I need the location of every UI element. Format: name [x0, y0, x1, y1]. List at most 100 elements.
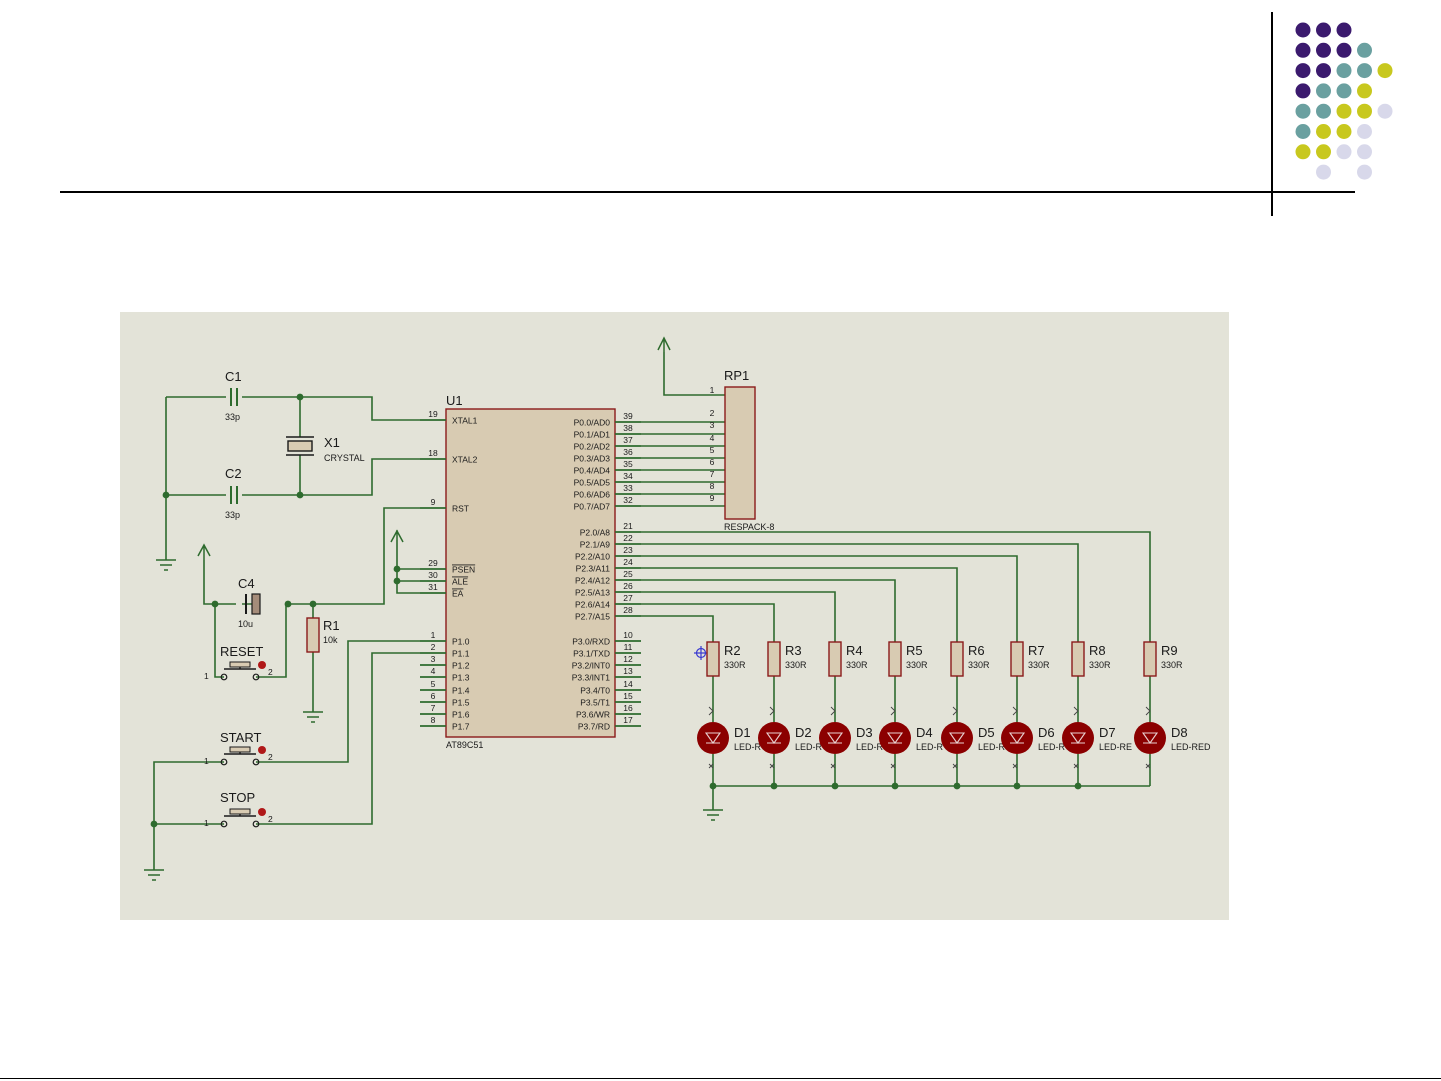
led-diode-symbol	[886, 732, 904, 744]
button-label: RESET	[220, 644, 263, 659]
mcu-body	[445, 408, 616, 738]
mcu-pin-number: 11	[624, 642, 633, 652]
resistor-r1	[306, 617, 320, 653]
mcu-pin-number: 38	[623, 423, 633, 433]
resistor-r2	[706, 641, 720, 677]
decorative-dot	[1357, 103, 1372, 119]
mcu-pin-name: P3.7/RD	[578, 722, 610, 732]
mcu-pin-number: 37	[623, 435, 633, 445]
decorative-dot	[1316, 42, 1331, 58]
mcu-pin-number: 29	[428, 558, 438, 568]
mcu-pin-name: P1.6	[452, 710, 470, 720]
mcu-pin-name: P0.7/AD7	[574, 502, 611, 512]
led-d4	[879, 722, 911, 754]
mcu-pin-name: P3.6/WR	[576, 710, 610, 720]
mcu-pin-name: P0.1/AD1	[574, 430, 611, 440]
mcu-pin-name: P2.7/A15	[575, 612, 610, 622]
mcu-pin-number: 31	[428, 582, 438, 592]
led-value: LED-R	[856, 742, 884, 752]
mcu-pin-name: P2.4/A12	[575, 576, 610, 586]
mcu-pin-name: P3.2/INT0	[572, 661, 611, 671]
mcu-pin-number: 23	[623, 545, 633, 555]
resistor-r9	[1143, 641, 1157, 677]
footer-rule	[0, 1078, 1441, 1079]
decorative-dot	[1295, 83, 1311, 99]
r1-value: 10k	[323, 635, 338, 645]
mcu-ref: U1	[446, 393, 463, 408]
led-pin-marks	[952, 706, 958, 769]
mcu-pin-number: 3	[431, 654, 436, 664]
junctions	[150, 393, 1082, 828]
decorative-dot	[1316, 22, 1331, 38]
mcu-pin-number: 8	[431, 715, 436, 725]
mcu-pin-number: 17	[623, 715, 633, 725]
led-pin-marks	[890, 706, 896, 769]
resistor-value: 330R	[1161, 660, 1183, 670]
led-diode-symbol	[948, 732, 966, 744]
mcu-pin-number: 19	[428, 409, 438, 419]
mcu-pin-name: P2.2/A10	[575, 552, 610, 562]
resistor-value: 330R	[846, 660, 868, 670]
mcu-pin-name: EA	[452, 589, 464, 599]
led-diode-symbol	[704, 732, 722, 744]
resistor-r8	[1071, 641, 1085, 677]
decorative-dot	[1377, 63, 1393, 79]
mcu-pin-name: P2.1/A9	[580, 540, 611, 550]
decorative-dot	[1336, 83, 1352, 99]
mcu-pin-number: 13	[623, 666, 633, 676]
mcu-pin-number: 5	[431, 679, 436, 689]
led-diode-symbol	[1141, 732, 1159, 744]
led-ref: D1	[734, 725, 751, 740]
led-value: LED-R	[916, 742, 944, 752]
button-pin-2: 2	[268, 667, 273, 677]
mcu-pin-number: 7	[431, 703, 436, 713]
decorative-dot	[1357, 124, 1372, 139]
mcu-pin-number: 27	[623, 593, 633, 603]
button-cap	[229, 746, 251, 753]
decorative-dot	[1316, 164, 1331, 180]
mcu-pin-name: P3.0/RXD	[572, 637, 610, 647]
mcu-pin-name: P2.5/A13	[575, 588, 610, 598]
led-value: LED-RED	[1171, 742, 1211, 752]
led-value: LED-RE	[1099, 742, 1132, 752]
mcu-pin-number: 26	[623, 581, 633, 591]
led-value: LED-R	[1038, 742, 1066, 752]
button-pin-1: 1	[204, 756, 209, 766]
led-ref: D2	[795, 725, 812, 740]
decorative-dot	[1316, 144, 1331, 160]
rp1-pin-number: 5	[710, 445, 715, 455]
rp1-part: RESPACK-8	[724, 522, 774, 532]
button-cap	[229, 661, 251, 668]
led-pin-marks	[769, 706, 775, 769]
led-value: LED-R	[978, 742, 1006, 752]
decorative-dot	[1295, 124, 1311, 139]
mcu-pin-number: 18	[428, 448, 438, 458]
button-label: STOP	[220, 790, 255, 805]
mcu-pin-name: P3.5/T1	[580, 698, 610, 708]
mcu-pin-number: 28	[623, 605, 633, 615]
mcu-pin-name: P0.5/AD5	[574, 478, 611, 488]
c1-ref: C1	[225, 369, 242, 384]
resistor-r3	[767, 641, 781, 677]
resistor-r7	[1010, 641, 1024, 677]
mcu-pin-number: 2	[431, 642, 436, 652]
mcu-pin-name: P0.6/AD6	[574, 490, 611, 500]
mcu-pin-number: 21	[623, 521, 633, 531]
mcu-pin-name: XTAL1	[452, 416, 478, 426]
mcu-pin-number: 30	[428, 570, 438, 580]
mcu-pin-name: P1.4	[452, 686, 470, 696]
led-value: LED-R	[734, 742, 762, 752]
led-d5	[941, 722, 973, 754]
led-ref: D8	[1171, 725, 1188, 740]
c2-value: 33p	[225, 510, 240, 520]
button-contact	[252, 820, 260, 828]
resistor-ref: R7	[1028, 643, 1045, 658]
resistor-ref: R8	[1089, 643, 1106, 658]
decorative-dot	[1316, 83, 1331, 99]
decorative-dot	[1336, 124, 1352, 139]
